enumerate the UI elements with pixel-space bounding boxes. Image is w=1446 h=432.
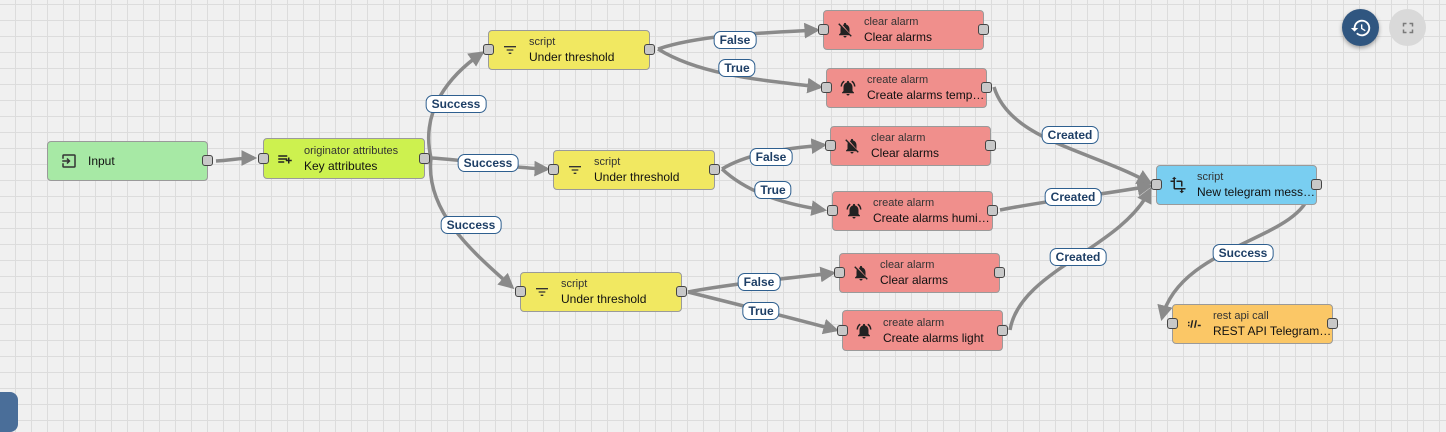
node-name: Key attributes <box>304 158 378 173</box>
input-port[interactable] <box>821 82 832 93</box>
bell-ring-icon <box>837 77 859 99</box>
edge-label-created-top[interactable]: Created <box>1041 126 1099 144</box>
input-port[interactable] <box>483 44 494 55</box>
node-name: Under threshold <box>561 292 647 306</box>
node-type: create alarm <box>883 316 945 329</box>
node-originator-attributes[interactable]: originator attributes Key attributes <box>258 138 430 179</box>
output-port[interactable] <box>994 267 1005 278</box>
node-create-alarm-bot[interactable]: create alarm Create alarms light <box>837 310 1008 351</box>
node-type: script <box>529 36 556 48</box>
node-name: Clear alarms <box>880 273 949 287</box>
edge-label-true-top[interactable]: True <box>718 59 756 77</box>
input-port[interactable] <box>1167 318 1178 329</box>
output-port[interactable] <box>676 286 687 297</box>
node-name: Create alarms light <box>883 330 984 345</box>
node-type: create alarm <box>867 74 929 86</box>
bell-ring-icon <box>853 320 875 342</box>
output-port[interactable] <box>985 140 996 151</box>
node-type: originator attributes <box>304 144 399 157</box>
node-type: clear alarm <box>871 132 926 144</box>
node-name: New telegram message <box>1197 185 1316 199</box>
fullscreen-button[interactable] <box>1389 9 1426 46</box>
node-type: clear alarm <box>864 16 919 28</box>
input-port[interactable] <box>818 24 829 35</box>
node-type: script <box>561 278 588 290</box>
output-port[interactable] <box>987 205 998 216</box>
output-port[interactable] <box>981 82 992 93</box>
node-clear-alarm-mid[interactable]: clear alarm Clear alarms <box>825 126 996 166</box>
output-port[interactable] <box>978 24 989 35</box>
history-icon <box>1350 17 1372 39</box>
node-clear-alarm-bot[interactable]: clear alarm Clear alarms <box>834 253 1005 293</box>
bell-off-icon <box>834 19 856 41</box>
input-port[interactable] <box>1151 179 1162 190</box>
input-port[interactable] <box>837 324 848 336</box>
edge-label-success-mid[interactable]: Success <box>457 154 519 172</box>
output-port[interactable] <box>1327 318 1338 329</box>
edge-label-created-mid[interactable]: Created <box>1044 188 1102 206</box>
login-icon <box>58 150 80 172</box>
node-name: Clear alarms <box>871 146 940 160</box>
edge-label-true-bot[interactable]: True <box>742 302 780 320</box>
api-icon <box>1183 313 1205 335</box>
node-rest-api-call[interactable]: rest api call REST API Telegram call <box>1167 304 1338 344</box>
edge-label-created-bot[interactable]: Created <box>1049 248 1107 266</box>
node-script-bot[interactable]: script Under threshold <box>515 272 687 312</box>
node-type: script <box>594 156 621 168</box>
input-port[interactable] <box>834 267 845 278</box>
node-name: REST API Telegram call <box>1213 324 1332 338</box>
version-history-button[interactable] <box>1342 9 1379 46</box>
input-port[interactable] <box>825 140 836 151</box>
bell-off-icon <box>841 135 863 157</box>
node-input[interactable]: Input <box>47 141 213 181</box>
output-port[interactable] <box>709 164 720 175</box>
node-script-top[interactable]: script Under threshold <box>483 30 655 70</box>
filter-icon <box>564 159 586 181</box>
side-panel-tab[interactable] <box>0 392 18 432</box>
node-clear-alarm-top[interactable]: clear alarm Clear alarms <box>818 10 989 50</box>
node-create-alarm-top[interactable]: create alarm Create alarms temper… <box>821 68 992 108</box>
edge-label-true-mid[interactable]: True <box>754 181 792 199</box>
edge-input-originator <box>215 150 258 166</box>
node-name: Create alarms humidity <box>873 211 992 225</box>
edge-label-false-top[interactable]: False <box>713 31 757 49</box>
node-new-telegram-message[interactable]: script New telegram message <box>1151 165 1322 205</box>
node-name: Clear alarms <box>864 30 933 44</box>
input-port[interactable] <box>827 205 838 216</box>
node-name: Create alarms temper… <box>867 88 986 102</box>
node-create-alarm-mid[interactable]: create alarm Create alarms humidity <box>827 191 998 231</box>
node-script-mid[interactable]: script Under threshold <box>548 150 720 190</box>
edge-label-success-rest[interactable]: Success <box>1212 244 1274 262</box>
output-port[interactable] <box>1311 179 1322 190</box>
fullscreen-icon <box>1399 19 1417 37</box>
node-name: Under threshold <box>594 170 680 184</box>
input-port[interactable] <box>515 286 526 297</box>
bell-off-icon <box>850 262 872 284</box>
input-port[interactable] <box>258 152 269 164</box>
node-type: script <box>1197 171 1224 183</box>
edge-label-success-bot[interactable]: Success <box>440 216 502 234</box>
node-type: rest api call <box>1213 310 1269 322</box>
input-port[interactable] <box>548 164 559 175</box>
transform-icon <box>1167 174 1189 196</box>
node-type: create alarm <box>873 197 935 209</box>
bell-ring-icon <box>843 200 865 222</box>
node-name: Under threshold <box>529 50 615 64</box>
edge-label-success-top[interactable]: Success <box>425 95 487 113</box>
output-port[interactable] <box>202 155 213 166</box>
edge-label-false-mid[interactable]: False <box>749 148 793 166</box>
output-port[interactable] <box>997 324 1008 336</box>
node-type: clear alarm <box>880 259 935 271</box>
output-port[interactable] <box>644 44 655 55</box>
filter-icon <box>531 281 553 303</box>
output-port[interactable] <box>419 152 430 164</box>
playlist-add-icon <box>274 148 296 170</box>
filter-icon <box>499 39 521 61</box>
edge-label-false-bot[interactable]: False <box>737 273 781 291</box>
node-name: Input <box>88 153 115 168</box>
